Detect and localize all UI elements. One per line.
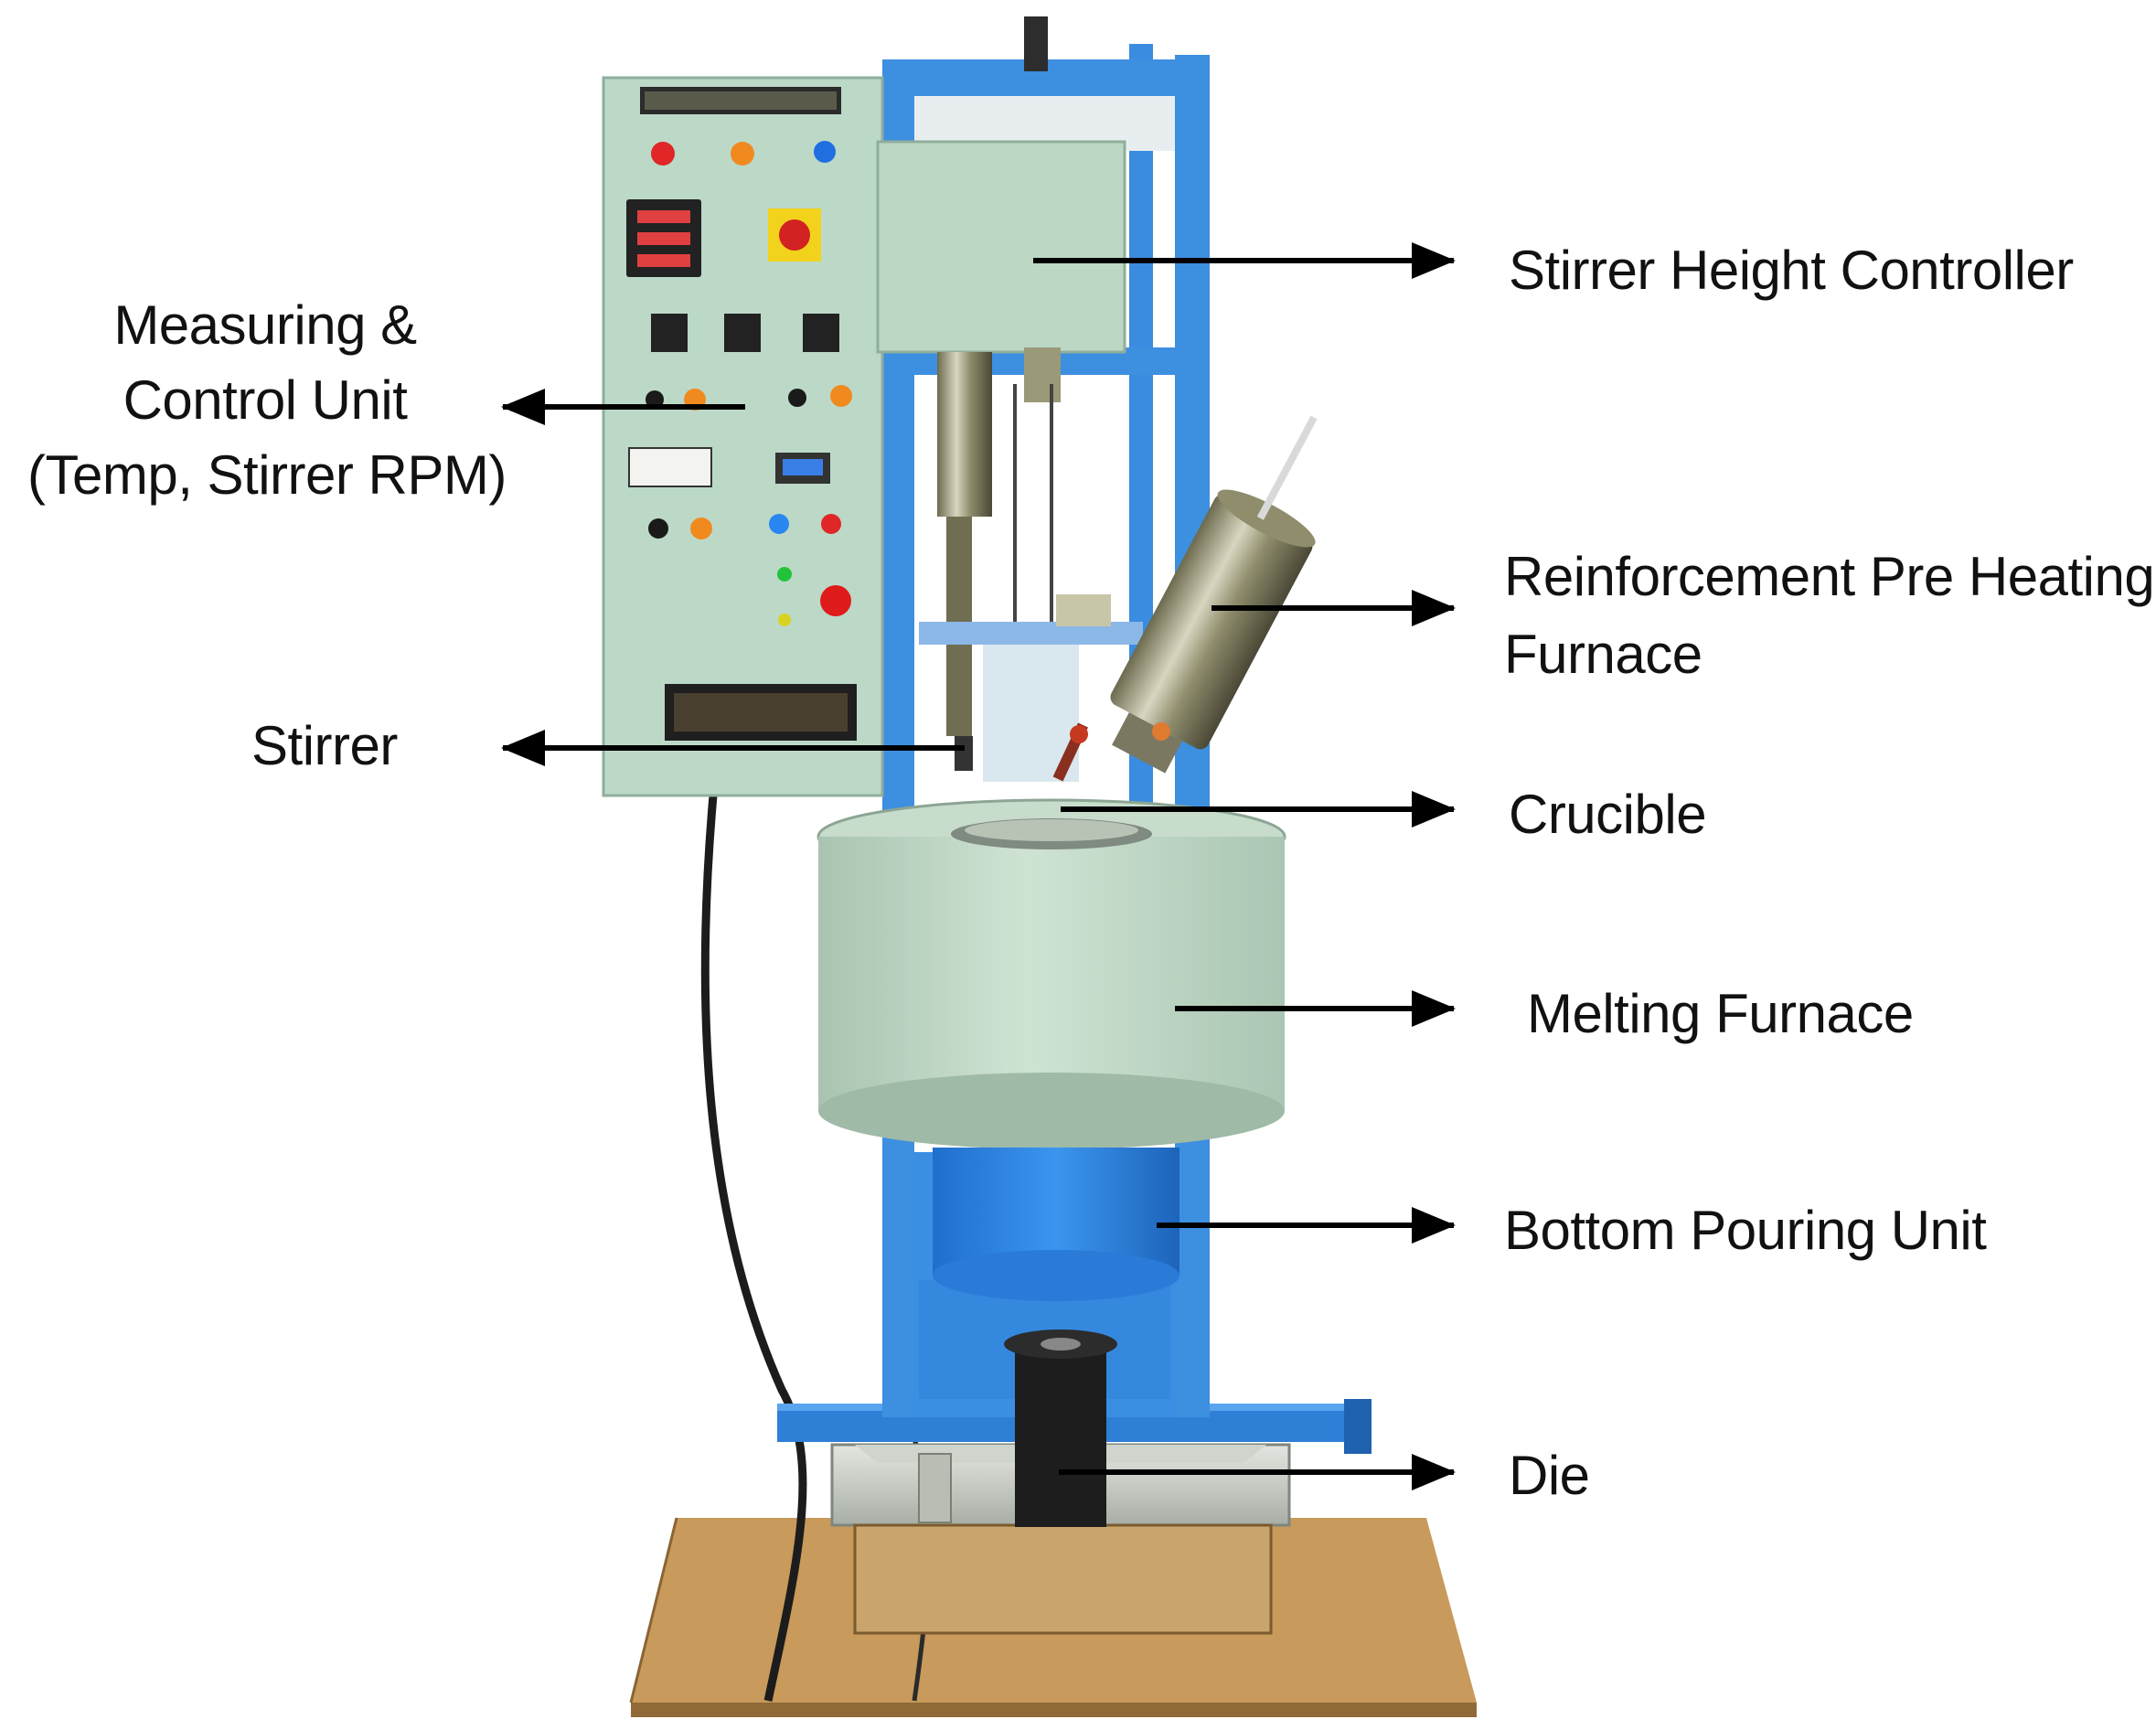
- stirrer-height-controller-label: Stirrer Height Controller: [1509, 240, 2074, 301]
- power-cable: [700, 795, 807, 1702]
- control-panel: [602, 76, 884, 797]
- melting-furnace: [817, 798, 1286, 1149]
- reinforcement-furnace-label-line1: Reinforcement Pre Heating: [1504, 546, 2155, 607]
- crucible-label: Crucible: [1509, 784, 1707, 845]
- measuring-label-line2: Control Unit: [123, 369, 408, 431]
- die-and-tray: [830, 1330, 1291, 1635]
- carriage-plate: [919, 594, 1143, 782]
- measuring-label-line3: (Temp, Stirrer RPM): [27, 444, 507, 506]
- bottom-pouring-unit: [933, 1148, 1179, 1301]
- stirrer-label: Stirrer: [251, 715, 398, 776]
- measuring-label-line1: Measuring &: [113, 294, 417, 356]
- reinforcement-furnace-label-line2: Furnace: [1504, 624, 1702, 685]
- die-label: Die: [1509, 1445, 1590, 1506]
- melting-furnace-label: Melting Furnace: [1527, 983, 1914, 1044]
- preheating-furnace: [1110, 415, 1318, 774]
- bottom-pouring-unit-label: Bottom Pouring Unit: [1504, 1200, 1987, 1261]
- height-controller-box: [876, 140, 1126, 402]
- arrows: [501, 242, 1456, 1490]
